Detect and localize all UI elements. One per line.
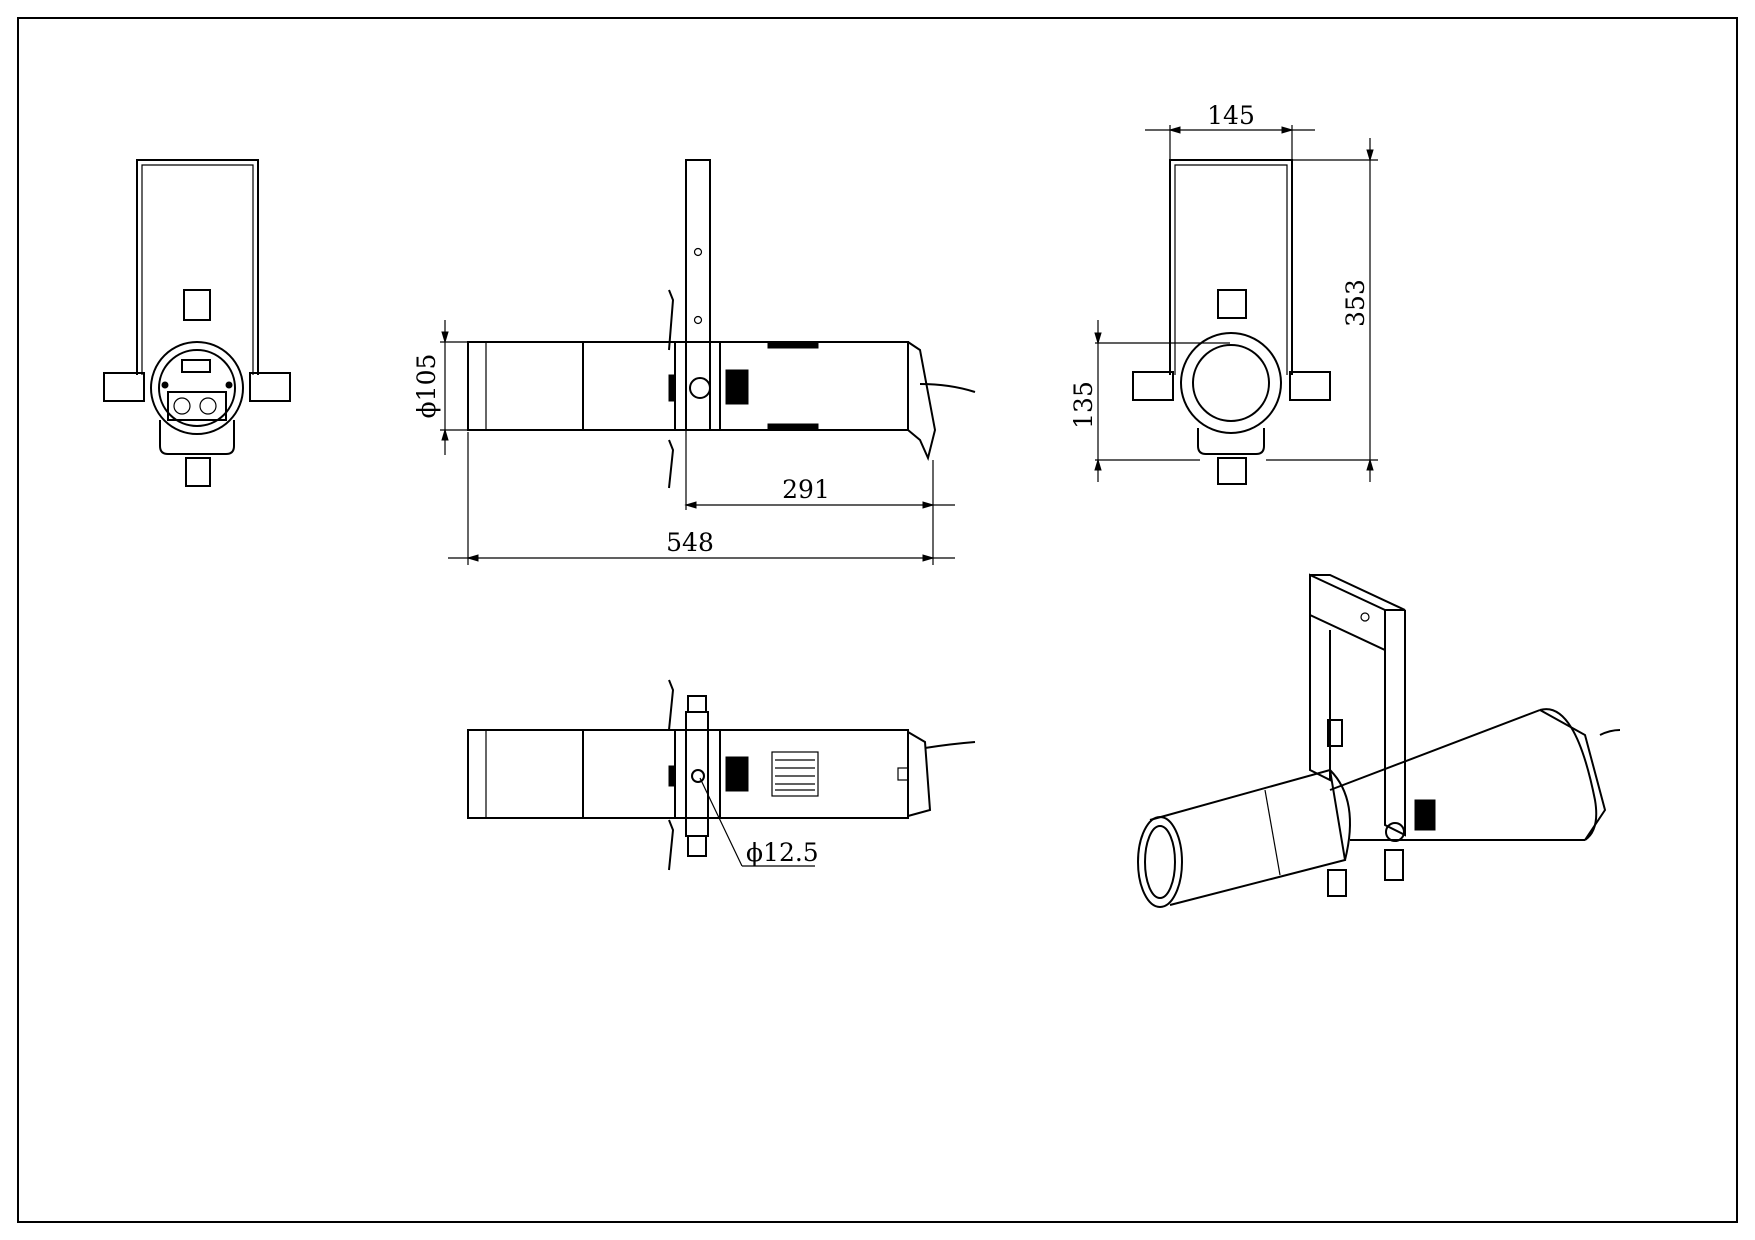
side-view: ϕ105 291 548 [412, 159, 976, 565]
isometric-view [1137, 573, 1621, 908]
dim-bracket-width: 145 [1207, 101, 1255, 130]
dim-body-height: 135 [1069, 381, 1098, 429]
dim-mount-hole: ϕ12.5 [746, 838, 819, 867]
dim-body-length: 291 [782, 475, 830, 504]
dim-lens-diameter: ϕ105 [412, 354, 441, 419]
dim-overall-length: 548 [666, 528, 714, 557]
front-view [103, 159, 291, 487]
rear-view: 145 353 135 [1069, 101, 1378, 485]
bottom-view: ϕ12.5 [467, 679, 976, 871]
dim-overall-height: 353 [1341, 279, 1370, 327]
drawing-frame [17, 17, 1738, 1223]
